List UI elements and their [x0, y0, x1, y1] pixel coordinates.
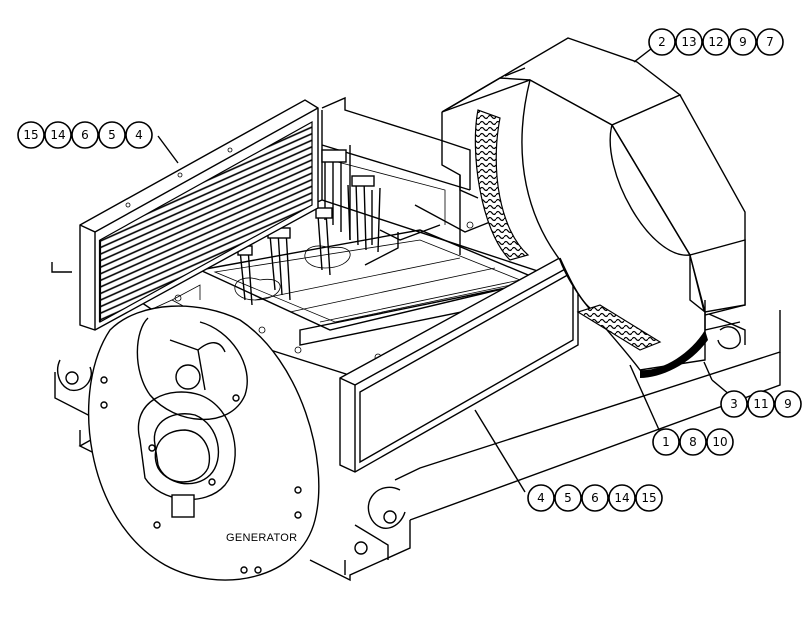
callout-bubble — [17, 121, 45, 149]
callout-number: 6 — [81, 128, 89, 142]
callout-number: 15 — [23, 128, 38, 142]
callout-number: 7 — [766, 35, 774, 49]
callout-number: 11 — [753, 397, 768, 411]
base-frame — [54, 309, 781, 582]
callout-group-enclosure-top: 2 13 12 9 7 — [648, 28, 784, 56]
enclosure-hood — [441, 37, 746, 378]
callout-bubble — [635, 484, 663, 512]
callout-bubble — [702, 28, 730, 56]
callout-bubble — [720, 390, 748, 418]
callout-number: 12 — [708, 35, 723, 49]
callout-group-heat-exchanger-front: 4 5 6 14 15 — [527, 484, 663, 512]
generator-label: GENERATOR — [226, 532, 297, 544]
callout-bubble — [729, 28, 757, 56]
callout-bubble — [125, 121, 153, 149]
callout-number: 13 — [681, 35, 696, 49]
callout-group-enclosure-bottom-right: 3 11 9 — [720, 390, 802, 418]
callout-number: 10 — [712, 435, 727, 449]
callout-bubble — [44, 121, 72, 149]
callout-bubble — [608, 484, 636, 512]
callout-bubble — [706, 428, 734, 456]
callout-group-heat-exchanger-left: 15 14 6 5 4 — [17, 121, 153, 149]
callout-number: 1 — [662, 435, 670, 449]
callout-number: 4 — [537, 491, 545, 505]
callout-bubble — [652, 428, 680, 456]
callout-number: 4 — [135, 128, 143, 142]
callout-bubble — [527, 484, 555, 512]
callout-bubble — [648, 28, 676, 56]
callout-number: 9 — [784, 397, 792, 411]
callout-bubble — [774, 390, 802, 418]
heat-exchanger-left — [51, 99, 319, 331]
generator-end-bell — [57, 305, 320, 581]
callout-bubble — [98, 121, 126, 149]
callout-number: 9 — [739, 35, 747, 49]
callout-bubble — [71, 121, 99, 149]
callout-bubble — [756, 28, 784, 56]
callout-bubble — [554, 484, 582, 512]
callout-bubble — [679, 428, 707, 456]
callout-number: 8 — [689, 435, 697, 449]
callout-number: 6 — [591, 491, 599, 505]
callout-bubble — [747, 390, 775, 418]
terminal-leads — [234, 149, 381, 306]
callout-number: 5 — [108, 128, 116, 142]
callout-bubble — [581, 484, 609, 512]
callout-number: 3 — [730, 397, 738, 411]
callout-number: 14 — [50, 128, 65, 142]
callout-number: 2 — [658, 35, 666, 49]
callout-number: 14 — [614, 491, 629, 505]
callout-number: 5 — [564, 491, 572, 505]
callout-number: 15 — [641, 491, 656, 505]
callout-bubble — [675, 28, 703, 56]
